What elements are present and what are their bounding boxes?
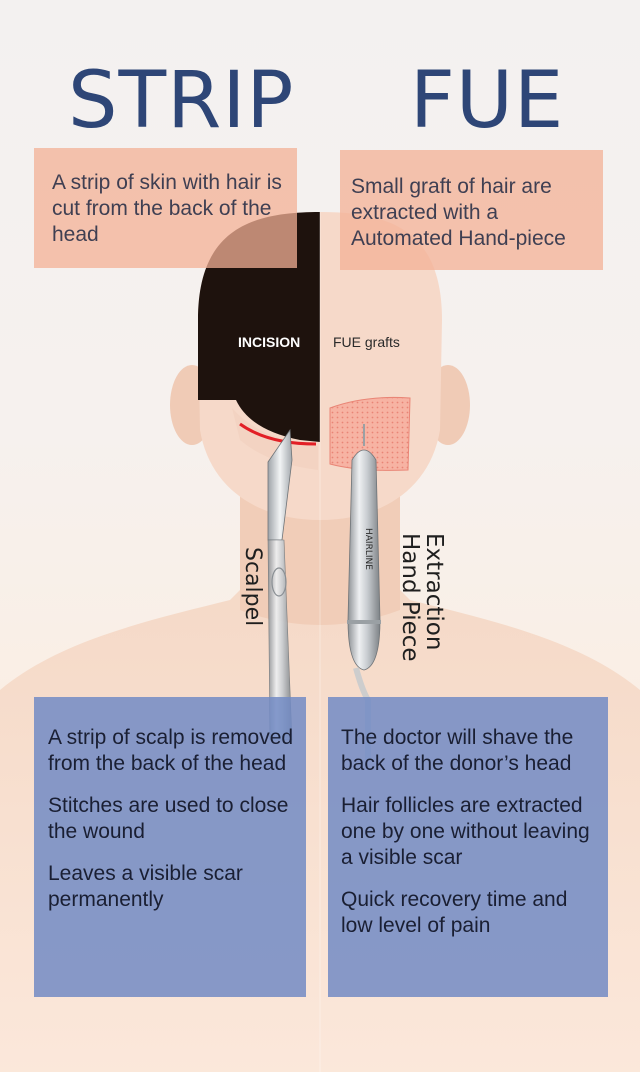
- fue-callout: Small graft of hair are extracted with a…: [340, 150, 603, 270]
- device-brand: HAIRLINE: [363, 528, 373, 570]
- extraction-handpiece-label: Extraction Hand Piece: [397, 533, 447, 662]
- strip-point: A strip of scalp is removed from the bac…: [48, 726, 294, 775]
- fue-points-box: The doctor will shave the back of the do…: [328, 697, 608, 997]
- fue-point: Quick recovery time and low level of pai…: [341, 888, 568, 937]
- hair: [198, 212, 320, 442]
- incision-line: [239, 422, 317, 446]
- strip-point: Stitches are used to close the wound: [48, 794, 289, 843]
- fue-title: FUE: [410, 56, 565, 146]
- strip-point: Leaves a visible scar permanently: [48, 862, 243, 911]
- extraction-label-line1: Extraction: [421, 533, 447, 651]
- strip-title: STRIP: [68, 56, 295, 146]
- extraction-label-line2: Hand Piece: [397, 533, 423, 662]
- strip-callout: A strip of skin with hair is cut from th…: [34, 148, 297, 268]
- incision-label: INCISION: [238, 334, 301, 350]
- fue-point: The doctor will shave the back of the do…: [341, 726, 574, 775]
- fue-graft-patch: [329, 396, 411, 471]
- scalpel-label: Scalpel: [240, 547, 265, 627]
- fue-grafts-label: FUE grafts: [333, 334, 400, 350]
- scalpel-icon: [267, 428, 293, 741]
- fue-point: Hair follicles are extracted one by one …: [341, 794, 590, 869]
- strip-points-box: A strip of scalp is removed from the bac…: [34, 697, 306, 997]
